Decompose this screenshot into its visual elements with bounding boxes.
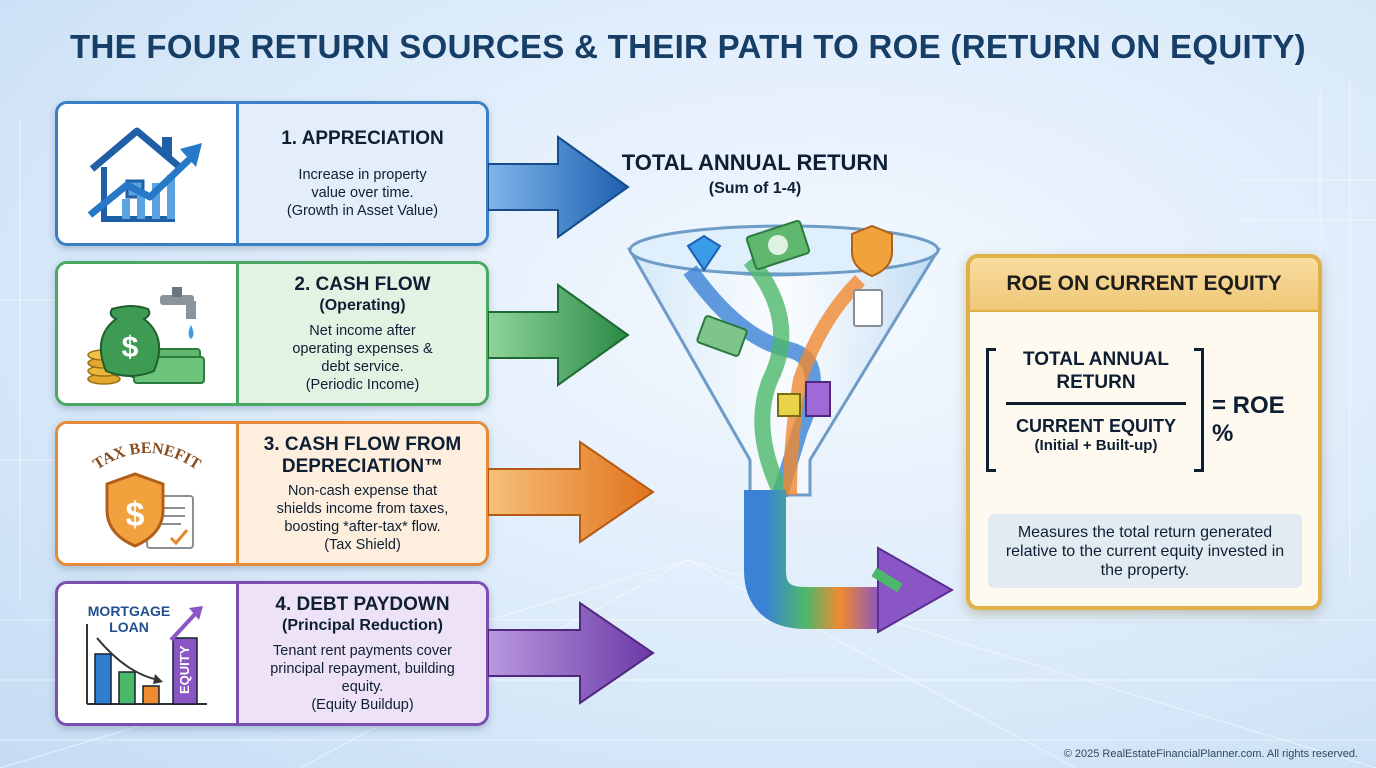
house-growth-chart-icon [58, 104, 236, 243]
source-description-line: (Tax Shield) [324, 536, 401, 553]
left-bracket [986, 348, 996, 472]
denominator: CURRENT EQUITY [1015, 416, 1176, 436]
copyright-footer: © 2025 RealEstateFinancialPlanner.com. A… [1063, 748, 1358, 760]
roe-header: ROE ON CURRENT EQUITY [970, 258, 1318, 312]
right-bracket [1194, 348, 1204, 472]
source-description-line: (Periodic Income) [305, 376, 420, 393]
source-description-line: (Growth in Asset Value) [286, 202, 439, 219]
mortgage-label: MORTGAGE [88, 603, 170, 619]
source-description-line: debt service. [321, 358, 404, 375]
arrow-depreciation [488, 440, 655, 544]
total-annual-return-label: TOTAL ANNUAL RETURN [621, 150, 889, 175]
funnel-title: TOTAL ANNUAL RETURN (Sum of 1-4) [620, 150, 890, 198]
source-subheading: (Operating) [319, 296, 406, 314]
source-description-line: value over time. [311, 184, 414, 201]
roe-formula: TOTAL ANNUAL RETURN CURRENT EQUITY (Init… [986, 348, 1306, 478]
source-description-line: Non-cash expense that [287, 482, 438, 499]
source-description-line: equity. [341, 678, 384, 695]
page-title: THE FOUR RETURN SOURCES & THEIR PATH TO … [70, 28, 1306, 65]
source-card-appreciation: 1. APPRECIATION Increase in property val… [55, 101, 489, 246]
source-description-line: shields income from taxes, [276, 500, 449, 517]
tax-shield-document-icon: TAX BENEFIT $ [58, 424, 236, 563]
equity-label: EQUITY [177, 645, 192, 694]
source-description-line: operating expenses & [292, 340, 433, 357]
fraction-bar [1006, 402, 1186, 405]
svg-text:$: $ [126, 496, 145, 534]
arrow-appreciation [488, 135, 630, 239]
denominator-note: (Initial + Built-up) [1034, 437, 1158, 454]
tax-benefit-label: TAX BENEFIT [90, 439, 204, 472]
source-card-depreciation: TAX BENEFIT $ 3. CASH FLOW FROM DEPRECIA… [55, 421, 489, 566]
source-description-line: Tenant rent payments cover [273, 642, 452, 659]
source-description-line: boosting *after-tax* flow. [284, 518, 441, 535]
source-description-line: Increase in property [298, 166, 427, 183]
roe-panel: ROE ON CURRENT EQUITY TOTAL ANNUAL RETUR… [966, 254, 1322, 610]
roe-result: = ROE % [1212, 392, 1285, 447]
source-description-line: (Equity Buildup) [311, 696, 414, 713]
numerator-line: TOTAL ANNUAL [1022, 349, 1169, 370]
mortgage-equity-bars-icon: MORTGAGE LOAN EQUITY [58, 584, 236, 723]
source-subheading: DEPRECIATION™ [281, 455, 444, 477]
return-funnel [626, 219, 955, 634]
source-description-line: Net income after [309, 322, 416, 339]
numerator-line: RETURN [1056, 372, 1136, 393]
svg-text:TAX BENEFIT: TAX BENEFIT [90, 439, 204, 472]
source-card-debt-paydown: MORTGAGE LOAN EQUITY 4. DEBT PAYDOWN (Pr… [55, 581, 489, 726]
source-heading: 2. CASH FLOW [294, 273, 431, 295]
source-subheading: (Principal Reduction) [282, 616, 443, 634]
money-bag-faucet-icon: $ [58, 264, 236, 403]
total-annual-return-subtitle: (Sum of 1-4) [708, 180, 802, 197]
source-heading: 3. CASH FLOW FROM [263, 433, 462, 455]
arrow-cash-flow [488, 283, 630, 387]
source-heading: 1. APPRECIATION [281, 127, 444, 149]
source-description-line: principal repayment, building [270, 660, 455, 677]
source-heading: 4. DEBT PAYDOWN [275, 593, 450, 615]
arrow-debt-paydown [488, 601, 655, 705]
roe-note: Measures the total return generated rela… [988, 514, 1302, 588]
svg-text:$: $ [122, 331, 139, 364]
source-card-cash-flow: $ 2. CASH FLOW (Operating) Net income af… [55, 261, 489, 406]
roe-fraction: TOTAL ANNUAL RETURN CURRENT EQUITY (Init… [1006, 348, 1186, 454]
loan-label: LOAN [109, 619, 149, 635]
